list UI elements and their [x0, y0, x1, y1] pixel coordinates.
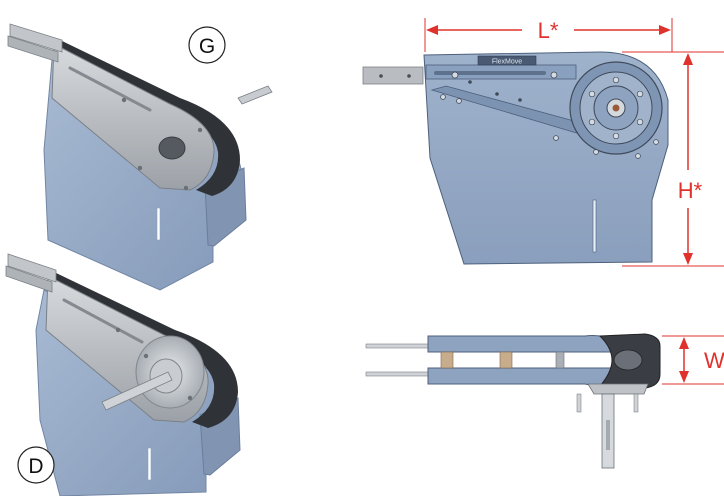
height-dimension: [622, 51, 724, 267]
cover-slot: [62, 298, 144, 344]
bolt-icon: [550, 71, 558, 79]
pulley-bolt-circle: [588, 76, 659, 159]
view-g-badge: [188, 26, 226, 64]
drive-hub: [158, 136, 186, 160]
bolt-icon: [183, 185, 189, 191]
rail-lower: [7, 35, 59, 63]
bolt-icon: [137, 165, 143, 171]
length-dimension: [424, 18, 673, 52]
bolt-icon: [518, 98, 522, 102]
bolt-icon: [451, 71, 459, 79]
rail-lower: [5, 265, 53, 293]
bolt-icon: [379, 74, 383, 78]
left-rod-lower: [365, 371, 429, 377]
bolt-icon: [115, 327, 121, 333]
bolt-icon: [407, 74, 411, 78]
cover-slot: [68, 66, 152, 112]
rail-upper: [7, 253, 57, 283]
pulley-groove: [613, 349, 643, 371]
bolt-icon: [468, 80, 472, 84]
bolt-icon: [197, 127, 203, 133]
front-elevation-view: FlexMove: [362, 18, 724, 267]
bolt-icon: [553, 135, 559, 141]
rail-upper: [9, 23, 63, 53]
front-rail-stub: [362, 66, 424, 85]
front-plate-slot: [592, 199, 597, 253]
top-plate-lower: [427, 367, 613, 387]
spacer-mid: [499, 351, 513, 369]
spacer-left: [440, 351, 454, 369]
shaft-center-icon: [612, 104, 620, 112]
stud-icon: [633, 393, 639, 413]
spacer-small: [555, 351, 565, 369]
brand-plate: [477, 55, 537, 66]
isometric-view-g: G: [7, 23, 273, 291]
plate-slot: [147, 447, 152, 481]
bolt-icon: [143, 353, 149, 359]
view-d-label: D: [28, 455, 43, 478]
top-plan-view: W: [365, 333, 724, 469]
width-label: W: [704, 348, 724, 373]
isometric-view-d: D: [5, 253, 241, 496]
view-d-badge: [17, 446, 55, 484]
keyway-icon: [606, 420, 610, 450]
top-plate-upper: [427, 335, 613, 353]
plate-slot: [156, 207, 161, 241]
bolt-icon: [456, 98, 462, 104]
bolt-icon: [440, 94, 446, 100]
brand-label: FlexMove: [492, 59, 522, 66]
output-shaft: [101, 371, 173, 411]
width-dimension: [662, 335, 724, 385]
rail-slot: [434, 71, 546, 75]
bolt-icon: [495, 92, 499, 96]
bolt-icon: [187, 395, 193, 401]
left-rod-upper: [365, 343, 429, 349]
length-label: L*: [538, 18, 559, 43]
lower-flange: [587, 383, 649, 395]
view-g-label: G: [199, 35, 215, 58]
stud-icon: [576, 393, 582, 413]
height-label: H*: [678, 178, 703, 203]
bolt-icon: [121, 97, 127, 103]
output-shaft: [237, 85, 273, 105]
